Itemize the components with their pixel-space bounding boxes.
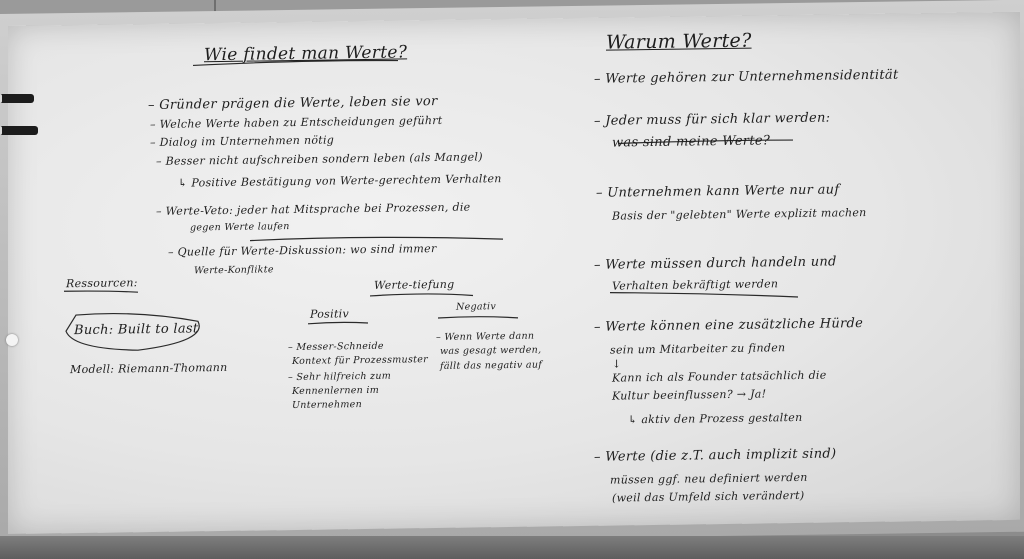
marker-cap (0, 94, 2, 103)
whiteboard-surface: Wie findet man Werte? – Gründer prägen d… (8, 11, 1020, 534)
positiv-item: – Messer-Schneide (288, 340, 384, 354)
positiv-item: Kontext für Prozessmuster (292, 354, 429, 368)
right-arrow: ↓ (612, 357, 622, 371)
negativ-item: fällt das negativ auf (440, 359, 543, 372)
marker-pen (0, 126, 38, 135)
right-item: sein um Mitarbeiter zu finden (610, 341, 786, 357)
marker-cap (0, 126, 2, 135)
positiv-item: Unternehmen (292, 399, 363, 412)
resource-item: Modell: Riemann-Thomann (70, 360, 228, 377)
resources-title: Ressourcen: (66, 276, 138, 291)
positiv-label: Positiv (310, 307, 349, 321)
right-item: müssen ggf. neu definiert werden (610, 470, 808, 487)
left-item: gegen Werte laufen (190, 221, 290, 234)
marker-pen (0, 94, 34, 103)
left-item: Werte-Konflikte (194, 264, 274, 277)
board-magnet (6, 334, 18, 346)
right-item: Verhalten bekräftigt werden (612, 277, 779, 293)
right-title: Warum Werte? (606, 29, 752, 54)
right-item: (weil das Umfeld sich verändert) (612, 488, 805, 505)
negativ-item: was gesagt werden, (440, 344, 542, 357)
negativ-label: Negativ (456, 301, 497, 313)
werte-tiefung-title: Werte-tiefung (374, 277, 455, 292)
negativ-item: – Wenn Werte dann (436, 330, 535, 344)
ink-strokes (63, 59, 799, 351)
left-title: Wie findet man Werte? (204, 42, 408, 66)
resource-item: Buch: Built to last (74, 321, 199, 339)
marker-tray (0, 536, 1024, 559)
right-item: was sind meine Werte? (612, 133, 771, 151)
positiv-item: Kennenlernen im (292, 384, 380, 398)
positiv-item: – Sehr hilfreich zum (288, 370, 392, 384)
left-item: – Dialog im Unternehmen nötig (150, 133, 335, 150)
right-item: ↳ aktiv den Prozess gestalten (628, 410, 803, 427)
right-item: Kultur beeinflussen? → Ja! (612, 387, 767, 403)
